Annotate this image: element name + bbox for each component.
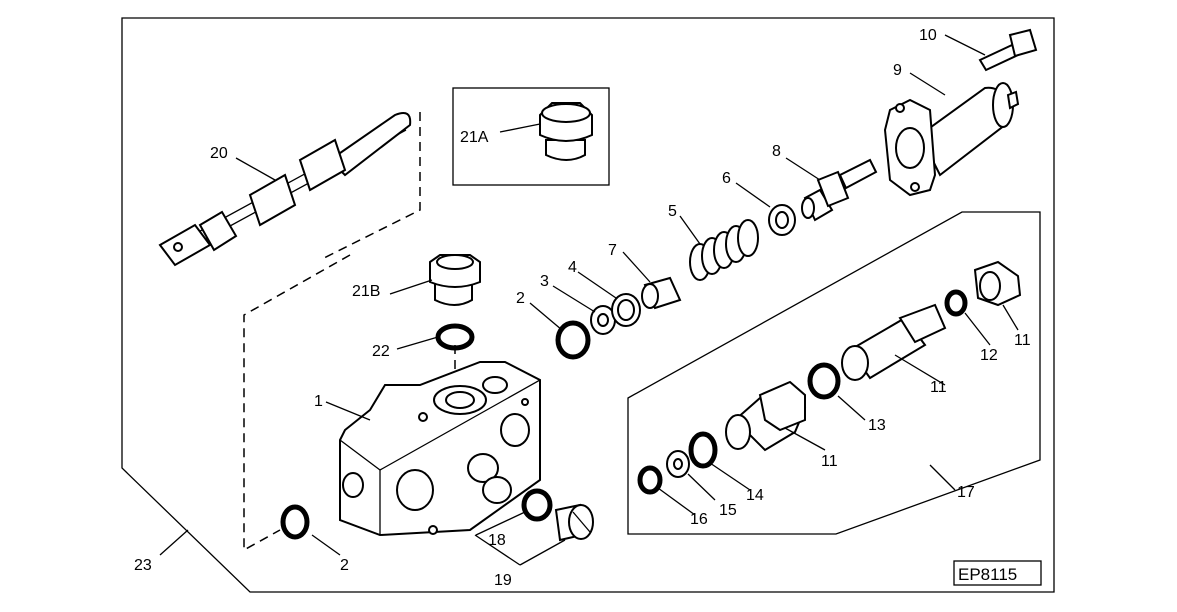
part-13-o-ring	[807, 362, 841, 400]
part-18-o-ring	[521, 488, 553, 522]
part-2-o-ring-upper	[555, 320, 591, 360]
part-19-plug-screw	[554, 503, 594, 542]
part-22-o-ring	[435, 323, 475, 351]
part-9-solenoid-housing	[883, 82, 1020, 197]
label-5: 5	[668, 203, 677, 220]
part-11-nut	[973, 260, 1022, 307]
part-16-o-ring	[637, 465, 663, 495]
part-21a-plug	[539, 102, 593, 161]
part-14-o-ring	[688, 431, 718, 469]
label-13: 13	[868, 417, 886, 434]
kit-frame	[627, 211, 1041, 535]
label-11-right: 11	[1014, 332, 1031, 349]
part-8-pin	[801, 158, 878, 222]
label-23: 23	[134, 557, 152, 574]
label-11-left: 11	[821, 453, 838, 470]
label-7: 7	[608, 242, 617, 259]
part-20-rod-assembly	[158, 112, 412, 267]
part-1-valve-body	[339, 361, 541, 537]
label-22: 22	[372, 343, 390, 360]
part-6-washer	[768, 204, 796, 236]
label-19: 19	[494, 572, 512, 589]
label-2-lower: 2	[340, 557, 349, 574]
leader-lines	[159, 34, 1019, 566]
label-15: 15	[719, 502, 737, 519]
part-2-o-ring-lower	[280, 504, 310, 540]
part-11-threaded-spool	[841, 303, 947, 381]
label-8: 8	[772, 143, 781, 160]
label-21b: 21B	[352, 283, 380, 300]
label-21a: 21A	[460, 129, 489, 146]
reference-code-box: EP8115	[953, 560, 1042, 586]
assembly-frame	[121, 17, 1055, 593]
label-2-upper: 2	[516, 290, 525, 307]
dashed-group-body	[243, 254, 351, 552]
part-7-sleeve	[641, 276, 682, 310]
label-17: 17	[957, 484, 975, 501]
part-10-bolt	[978, 28, 1038, 72]
part-12-o-ring	[944, 289, 968, 317]
label-4: 4	[568, 259, 577, 276]
part-5-spring	[689, 219, 759, 281]
label-14: 14	[746, 487, 764, 504]
label-10: 10	[919, 27, 937, 44]
label-6: 6	[722, 170, 731, 187]
part-21b-fitting	[429, 254, 481, 306]
label-1: 1	[314, 393, 323, 410]
label-3: 3	[540, 273, 549, 290]
part-15-washer	[666, 450, 690, 478]
inset-box-21a	[452, 87, 610, 186]
label-11-middle: 11	[930, 379, 947, 396]
label-9: 9	[893, 62, 902, 79]
part-3-washer	[590, 305, 616, 335]
label-12: 12	[980, 347, 998, 364]
part-4-ring	[611, 293, 641, 327]
part-11-cartridge	[725, 380, 807, 452]
dashed-group-20	[319, 112, 421, 261]
label-20: 20	[210, 145, 228, 162]
callout-labels: 20 21B 22 21A 1 2 18 19 23 2 3 4 7 5 6 8…	[134, 27, 1031, 589]
label-18: 18	[488, 532, 506, 549]
reference-code: EP8115	[958, 565, 1017, 584]
label-16: 16	[690, 511, 708, 528]
